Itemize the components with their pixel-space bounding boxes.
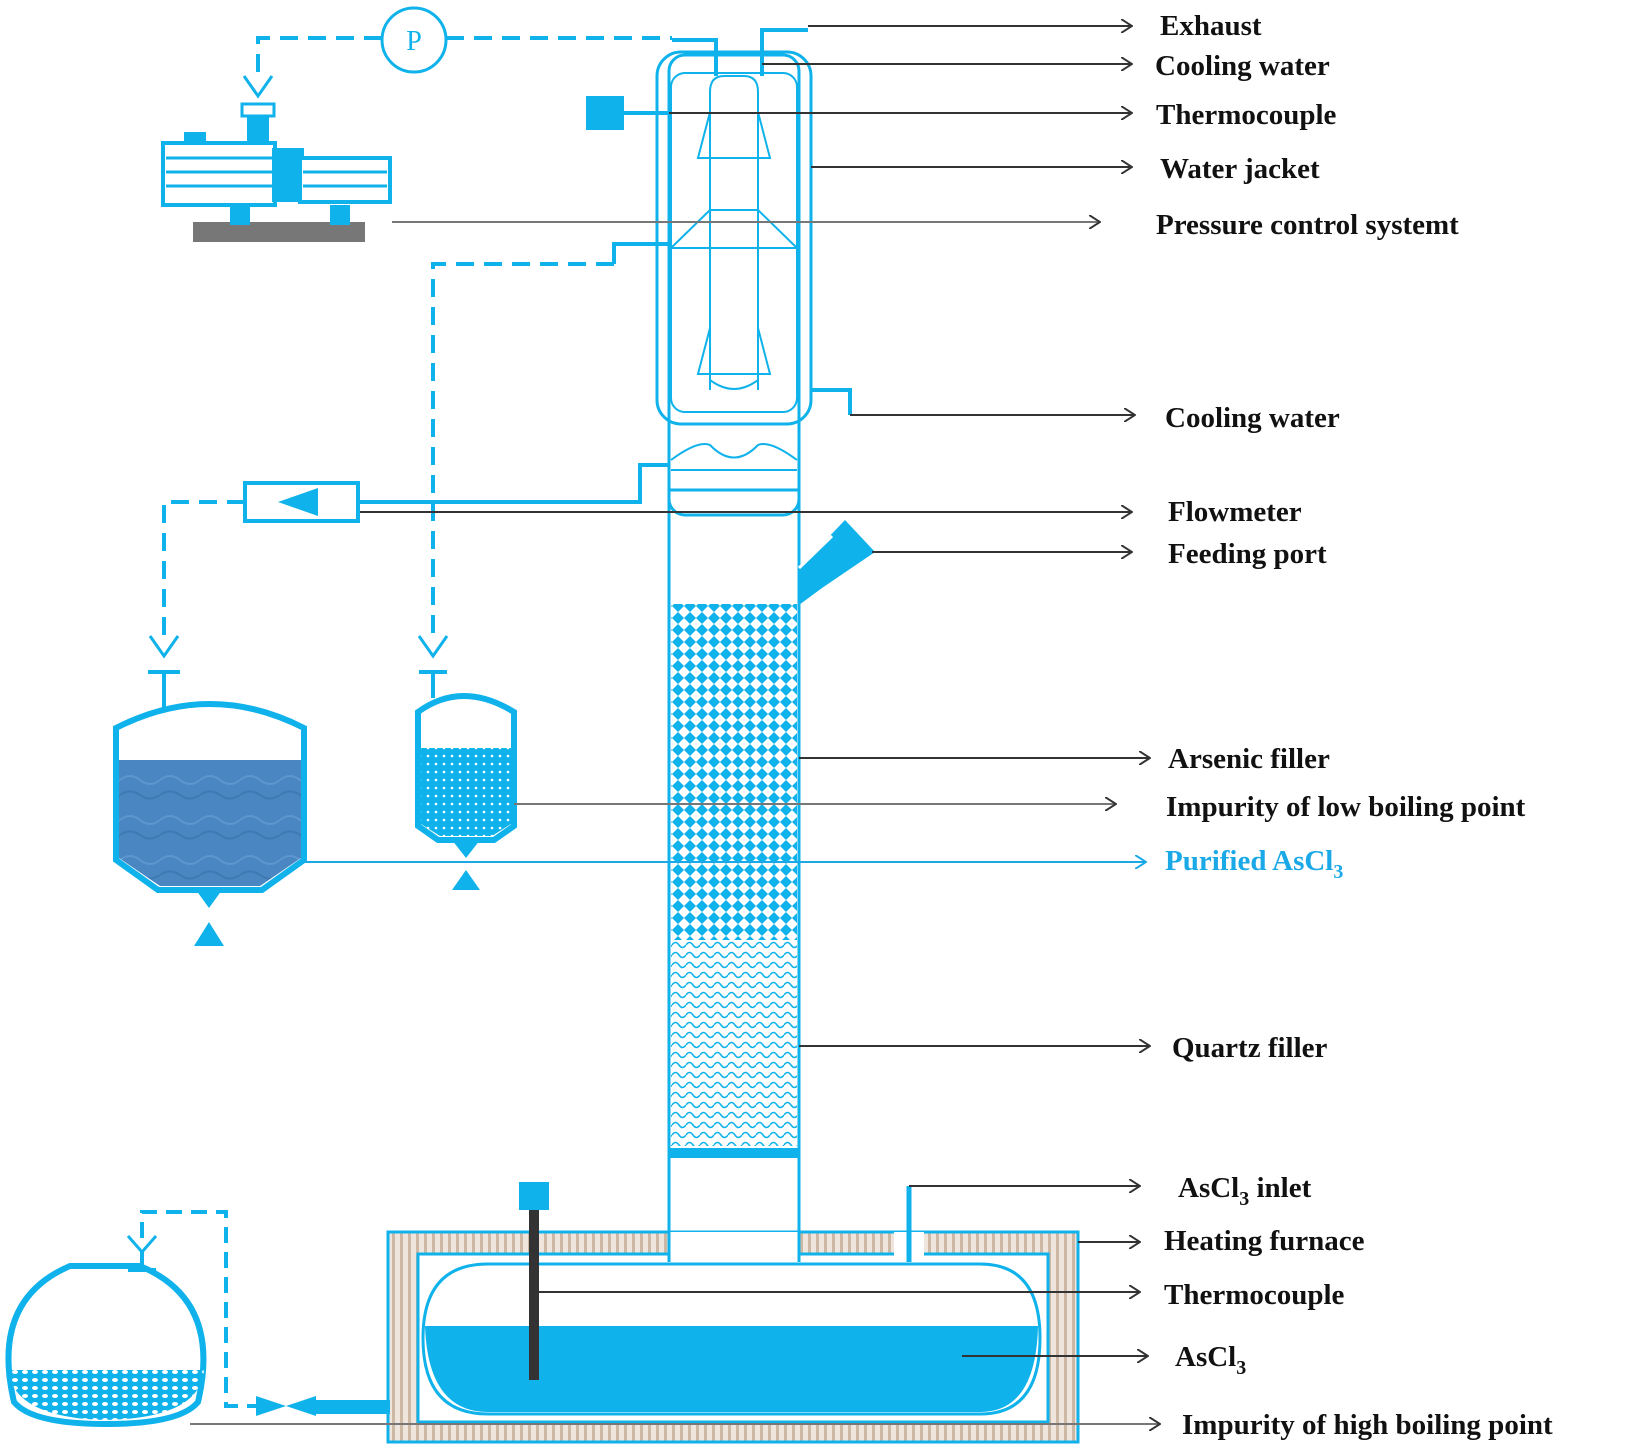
high-boiling-line — [140, 1210, 256, 1408]
thermocouple-bottom-icon — [519, 1182, 549, 1210]
distillation-column — [667, 488, 801, 1234]
vacuum-pump — [161, 102, 392, 242]
label-arsenic-filler: Arsenic filler — [1168, 743, 1330, 775]
feeding-port-icon — [797, 520, 875, 605]
label-flowmeter: Flowmeter — [1168, 496, 1302, 528]
condenser-outer — [667, 53, 801, 517]
drain-valve-icon — [256, 1396, 286, 1416]
label-pressure-control: Pressure control systemt — [1156, 209, 1459, 241]
label-ascl3: AsCl3 — [1175, 1341, 1246, 1379]
pressure-gauge-icon: P — [380, 6, 448, 74]
label-impurity-low: Impurity of low boiling point — [1166, 791, 1526, 823]
pressure-gauge-letter: P — [406, 26, 422, 57]
arsenic-filler-bed — [671, 604, 797, 940]
flowmeter-icon — [243, 481, 360, 523]
label-cooling-water-top: Cooling water — [1155, 50, 1330, 82]
label-water-jacket: Water jacket — [1160, 153, 1320, 185]
label-quartz-filler: Quartz filler — [1172, 1032, 1328, 1064]
water-jacket — [655, 50, 813, 426]
flowmeter-line — [162, 262, 614, 642]
pressure-line — [256, 36, 672, 82]
label-ascl3-inlet: AsCl3 inlet — [1178, 1172, 1312, 1210]
label-thermocouple-bottom: Thermocouple — [1164, 1279, 1345, 1311]
high-boiling-receiver — [5, 1235, 207, 1428]
heating-furnace — [316, 1182, 1080, 1444]
pump-base — [193, 222, 365, 242]
label-feeding-port: Feeding port — [1168, 538, 1327, 570]
annotation-arrows — [190, 26, 1160, 1424]
low-boiling-receiver — [415, 670, 517, 890]
label-impurity-high: Impurity of high boiling point — [1182, 1409, 1553, 1441]
quartz-filler-bed — [671, 940, 797, 1146]
thermocouple-top-icon — [586, 96, 624, 130]
label-purified: Purified AsCl3 — [1165, 845, 1343, 883]
labels: Exhaust Cooling water Thermocouple Water… — [1155, 10, 1553, 1441]
label-heating-furnace: Heating furnace — [1164, 1225, 1365, 1257]
label-thermocouple-top: Thermocouple — [1156, 99, 1337, 131]
ascl3-liquid — [425, 1326, 1038, 1412]
purified-receiver — [113, 670, 307, 946]
label-exhaust: Exhaust — [1160, 10, 1262, 42]
condenser — [360, 28, 852, 517]
label-cooling-water-mid: Cooling water — [1165, 402, 1340, 434]
support-plate — [669, 1148, 799, 1158]
